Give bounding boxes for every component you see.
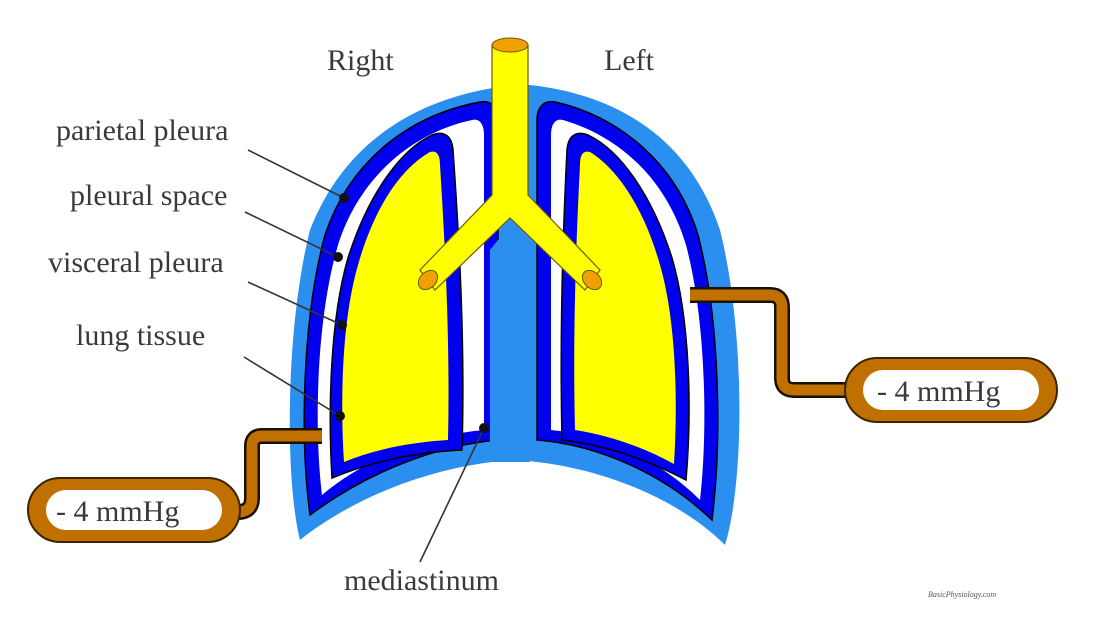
credit-text: BasicPhysiology.com bbox=[928, 590, 996, 599]
visceral-pleura-label: visceral pleura bbox=[48, 246, 224, 279]
left-gauge-value: - 4 mmHg bbox=[877, 375, 1000, 408]
right-side-label: Right bbox=[327, 44, 394, 77]
lung-tissue-pointer bbox=[335, 411, 345, 421]
lung-tissue-label: lung tissue bbox=[76, 319, 205, 352]
mediastinum bbox=[490, 225, 530, 462]
pleural-space-pointer bbox=[333, 252, 343, 262]
mediastinum-label: mediastinum bbox=[344, 564, 499, 597]
right-pressure-gauge: - 4 mmHg bbox=[27, 428, 322, 543]
left-pressure-gauge: - 4 mmHg bbox=[690, 287, 1058, 423]
parietal-pleura-pointer bbox=[339, 193, 349, 203]
right-lung-tissue bbox=[342, 151, 449, 462]
right-gauge-value: - 4 mmHg bbox=[56, 495, 179, 528]
left-lung-group bbox=[536, 100, 719, 522]
left-bronchus-opening bbox=[581, 269, 603, 291]
trachea-opening bbox=[491, 37, 529, 53]
right-lung-group bbox=[303, 100, 499, 517]
mediastinum-pointer bbox=[479, 423, 489, 433]
left-lung-tissue bbox=[574, 151, 676, 464]
right-bronchus-opening bbox=[417, 269, 439, 291]
left-side-label: Left bbox=[604, 44, 655, 77]
trachea bbox=[419, 44, 601, 291]
airway bbox=[417, 37, 603, 291]
right-gauge-window bbox=[46, 490, 222, 530]
pleural-space-label: pleural space bbox=[70, 179, 227, 212]
visceral-pleura-pointer bbox=[337, 320, 347, 330]
parietal-pleura-label: parietal pleura bbox=[56, 114, 228, 147]
left-gauge-window bbox=[863, 370, 1039, 410]
